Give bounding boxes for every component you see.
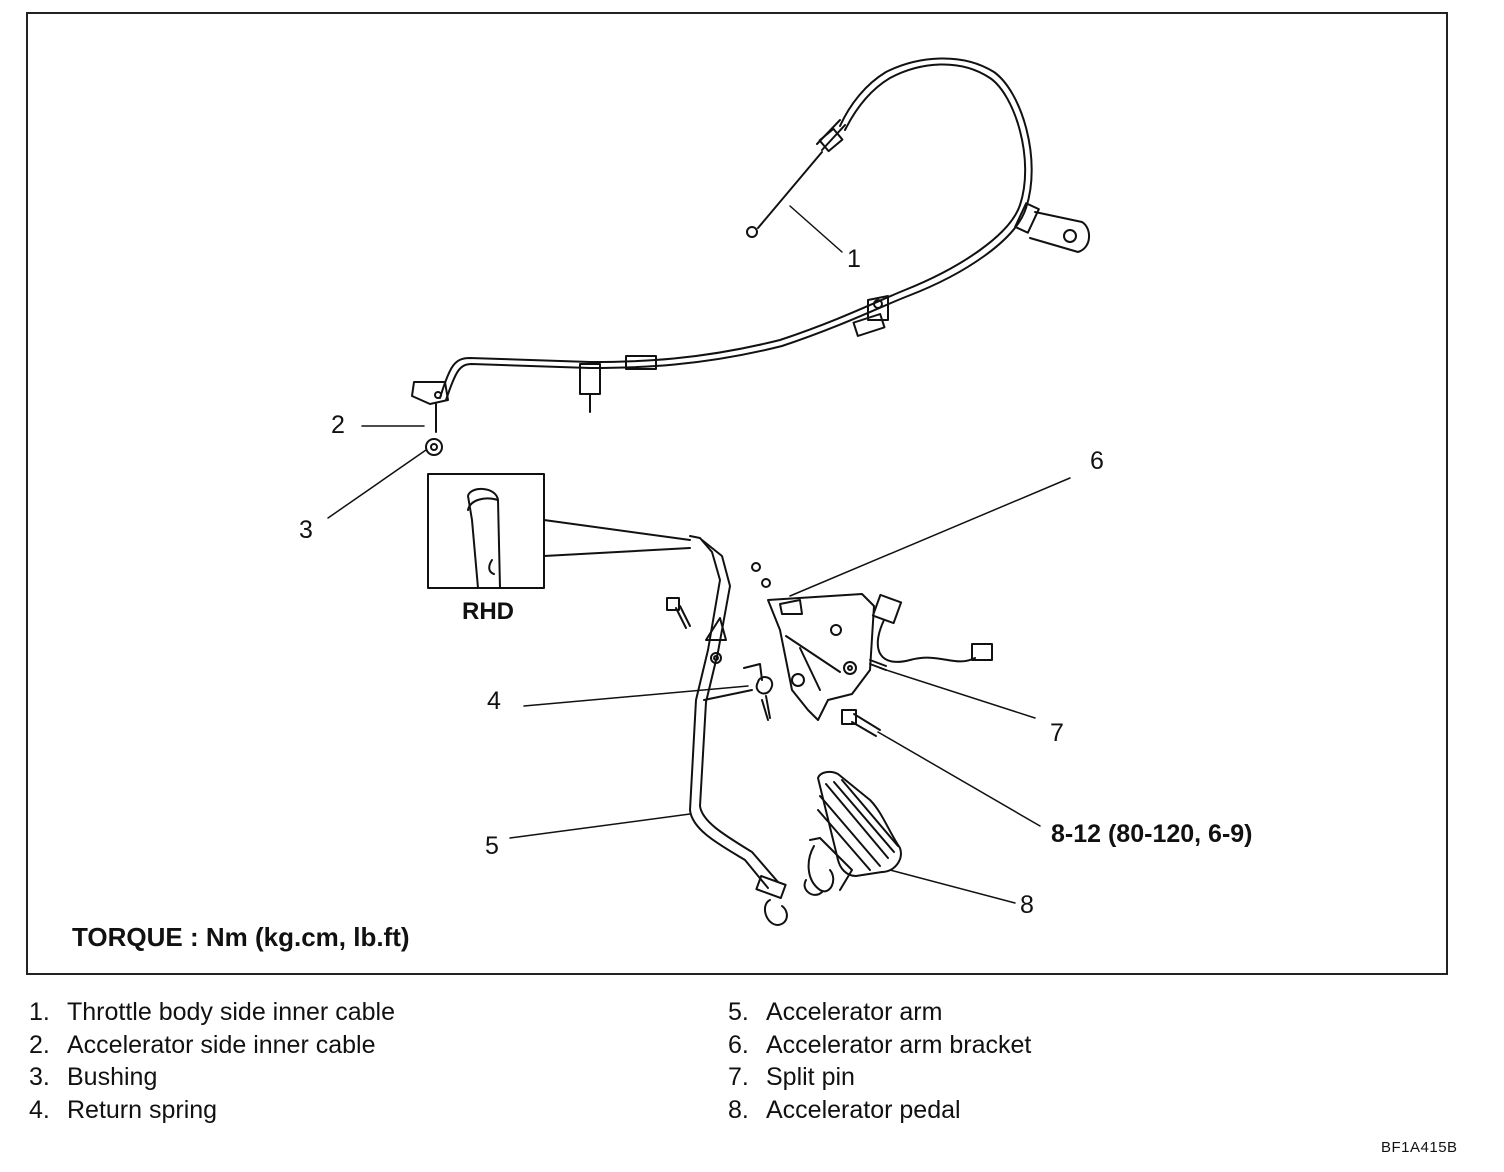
legend-item: 8.Accelerator pedal bbox=[728, 1095, 961, 1124]
throttle-cable bbox=[411, 57, 1090, 456]
torque-spec-label: 8-12 (80-120, 6-9) bbox=[1051, 820, 1253, 848]
callout-7: 7 bbox=[1050, 719, 1064, 747]
diagram-frame bbox=[26, 12, 1448, 975]
bolt bbox=[666, 597, 691, 629]
accelerator-arm bbox=[689, 535, 788, 926]
callout-8: 8 bbox=[1020, 891, 1034, 919]
callout-4: 4 bbox=[487, 687, 501, 715]
legend-item: 5.Accelerator arm bbox=[728, 998, 943, 1026]
leader-lines bbox=[327, 205, 1071, 904]
accelerator-pedal bbox=[803, 770, 902, 896]
legend-left: 1.Throttle body side inner cable 2.Accel… bbox=[29, 996, 395, 1126]
legend-item: 7.Split pin bbox=[728, 1063, 855, 1091]
legend-item: 4.Return spring bbox=[29, 1095, 218, 1124]
sensor-connector bbox=[871, 593, 993, 663]
legend-item: 2.Accelerator side inner cable bbox=[29, 1030, 376, 1059]
figure-code: BF1A415B bbox=[1381, 1139, 1458, 1156]
callout-6: 6 bbox=[1090, 447, 1104, 475]
legend-right: 5.Accelerator arm 6.Accelerator arm brac… bbox=[728, 996, 1031, 1126]
callout-2: 2 bbox=[331, 411, 345, 439]
legend-item: 3.Bushing bbox=[29, 1063, 158, 1091]
rhd-label: RHD bbox=[462, 598, 514, 625]
pedal-bolt bbox=[841, 709, 881, 737]
callout-3: 3 bbox=[299, 516, 313, 544]
return-spring bbox=[743, 663, 774, 721]
rhd-inset bbox=[427, 473, 691, 589]
callout-1: 1 bbox=[847, 245, 861, 273]
accelerator-arm-bracket bbox=[751, 562, 875, 721]
torque-note: TORQUE : Nm (kg.cm, lb.ft) bbox=[72, 922, 410, 952]
callout-5: 5 bbox=[485, 832, 499, 860]
legend-item: 1.Throttle body side inner cable bbox=[29, 998, 395, 1026]
legend-item: 6.Accelerator arm bracket bbox=[728, 1030, 1032, 1059]
